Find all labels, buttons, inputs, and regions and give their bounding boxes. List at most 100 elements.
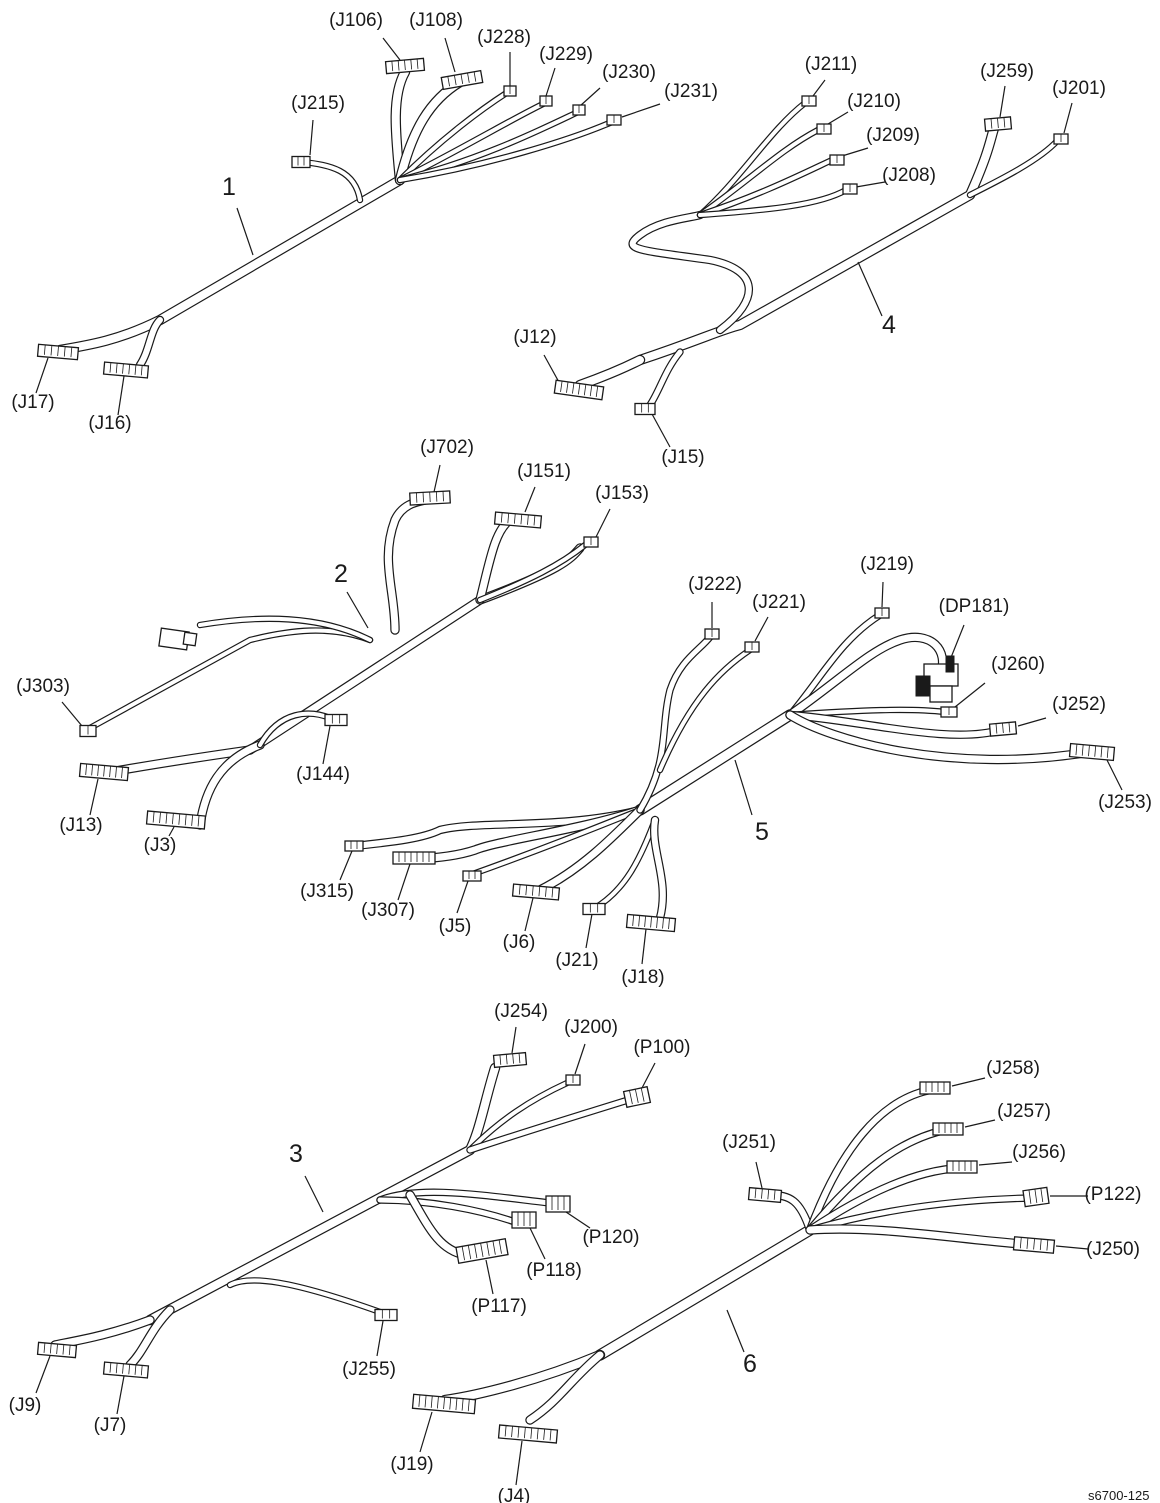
label-j153: (J153) — [595, 483, 649, 504]
connector-j230 — [572, 104, 586, 116]
leader-j208 — [855, 181, 886, 188]
h2-branch-j303-outline — [86, 627, 374, 732]
label-j12: (J12) — [513, 327, 556, 348]
label-j13: (J13) — [59, 815, 102, 836]
label-p118: (P118) — [526, 1260, 582, 1281]
harness-number-1: 1 — [222, 173, 236, 201]
h2-unlabeled-plug-latch — [182, 631, 198, 647]
connector-j211 — [801, 95, 817, 107]
label-j151: (J151) — [517, 461, 571, 482]
leader-j252 — [1017, 717, 1047, 727]
label-j18: (J18) — [621, 967, 664, 988]
label-j257: (J257) — [997, 1101, 1051, 1122]
h5-branch-j21 — [593, 818, 657, 910]
leader-j250 — [1055, 1245, 1089, 1250]
leader-j254 — [511, 1026, 517, 1054]
h5-branch-j21-outline — [591, 816, 659, 912]
label-j303: (J303) — [16, 676, 70, 697]
leader-j230 — [579, 87, 601, 107]
harness-number-5: 5 — [755, 818, 769, 846]
h1-branch-j215 — [301, 160, 362, 202]
leader-j21 — [585, 913, 593, 949]
leader-j315 — [339, 850, 353, 881]
h3-branch-p120 — [377, 1189, 553, 1206]
connector-j215 — [291, 155, 311, 169]
connector-j144 — [324, 713, 348, 727]
label-j144: (J144) — [296, 764, 350, 785]
leader-p120 — [565, 1211, 591, 1229]
connector-p122 — [1022, 1186, 1050, 1208]
leader-harness-3 — [304, 1175, 324, 1213]
figure-code: s6700-125 — [1088, 1488, 1149, 1503]
label-j256: (J256) — [1012, 1142, 1066, 1163]
h4-loop-outline — [628, 210, 753, 335]
leader-j7 — [116, 1375, 125, 1415]
leader-j108 — [444, 37, 456, 73]
leader-j259 — [999, 85, 1006, 118]
h3-branch-j255-outline — [226, 1277, 384, 1316]
connector-j201 — [1053, 133, 1069, 145]
h6-branch-j257 — [807, 1127, 948, 1233]
leader-harness-2 — [346, 591, 369, 629]
leader-j18 — [641, 928, 647, 965]
h3-branch-p118 — [377, 1197, 518, 1225]
leader-j19 — [419, 1411, 433, 1453]
leader-j253 — [1105, 757, 1123, 791]
leader-j201 — [1063, 102, 1073, 134]
h6-branch-j256 — [807, 1165, 963, 1233]
label-j702: (J702) — [420, 437, 474, 458]
label-j255: (J255) — [342, 1359, 396, 1380]
h5-branch-j6 — [536, 806, 644, 894]
leader-j257 — [964, 1119, 996, 1128]
label-j210: (J210) — [847, 91, 901, 112]
harness-cables — [50, 66, 1095, 1425]
h5-branch-j252 — [787, 712, 1003, 738]
connector-j222 — [704, 628, 720, 640]
connector-j228 — [503, 85, 517, 97]
leader-p118 — [529, 1227, 546, 1260]
leader-j229 — [545, 67, 556, 97]
label-j3: (J3) — [144, 835, 177, 856]
label-j15: (J15) — [661, 447, 704, 468]
leader-j231 — [621, 103, 661, 118]
h3-branch-j7 — [126, 1306, 174, 1369]
label-j315: (J315) — [300, 881, 354, 902]
label-j219: (J219) — [860, 554, 914, 575]
h6-branch-p122 — [807, 1195, 1033, 1233]
connector-j219 — [874, 607, 890, 619]
leader-j210 — [827, 111, 849, 125]
connector-j256 — [946, 1160, 978, 1174]
connector-j255 — [374, 1308, 398, 1322]
h2-branch-j303 — [88, 628, 372, 730]
label-j211: (J211) — [805, 54, 857, 75]
connector-j208 — [842, 183, 858, 195]
h4-branch-j208 — [698, 188, 848, 217]
leader-j256 — [978, 1161, 1013, 1166]
harness-number-4: 4 — [882, 311, 896, 339]
harness-number-3: 3 — [289, 1140, 303, 1168]
connector-j209 — [829, 154, 845, 166]
connector-p118 — [511, 1211, 537, 1229]
leader-j12 — [543, 354, 561, 385]
leader-j251 — [755, 1161, 763, 1189]
h3-branch-p100 — [467, 1097, 631, 1153]
connector-j258 — [919, 1081, 951, 1095]
h3-branch-j200 — [468, 1081, 569, 1152]
connector-j257 — [932, 1122, 964, 1136]
connector-j260 — [940, 706, 958, 718]
h5-trunk — [635, 710, 795, 815]
leader-j151 — [524, 486, 536, 513]
label-j9: (J9) — [9, 1395, 42, 1416]
label-j7: (J7) — [94, 1415, 127, 1436]
label-p120: (P120) — [582, 1227, 639, 1248]
label-j5: (J5) — [439, 916, 472, 937]
label-j108: (J108) — [409, 10, 463, 31]
connector-j9 — [36, 1341, 78, 1359]
label-j230: (J230) — [602, 62, 656, 83]
h1-branch-j16 — [137, 317, 163, 368]
h1-branch-j231 — [398, 120, 614, 182]
h2-branch-plug — [198, 616, 372, 642]
leader-j144 — [322, 725, 331, 765]
h4-branch-j210 — [698, 128, 820, 217]
connector-j259 — [983, 116, 1013, 132]
